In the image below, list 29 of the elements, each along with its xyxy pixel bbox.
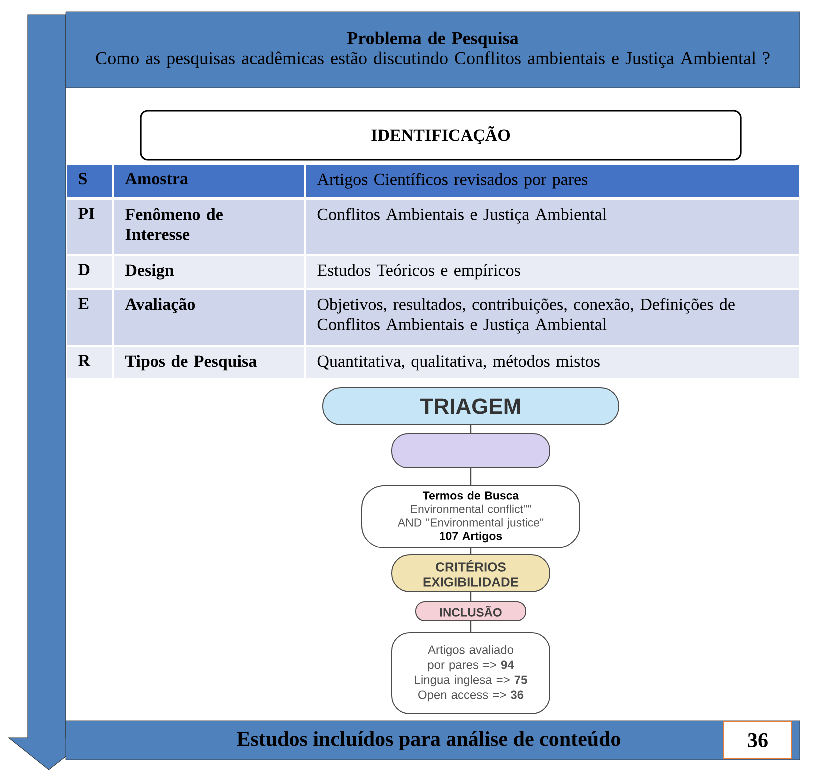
pill-box: TRIAGEM [322,388,620,426]
table-cell: Fenômeno de Interesse [114,200,304,254]
pill-box [392,434,550,468]
table-cell: Quantitativa, qualitativa, métodos mistos [306,347,799,378]
table-cell: PI [67,200,112,254]
table-cell: S [67,165,112,197]
connector-line [470,468,472,486]
table-cell: R [67,347,112,378]
connector-line [470,426,472,434]
table-cell: Objetivos, resultados, contribuições, conexão, Definições de Conflitos Ambientais e Justiça Ambiental [306,290,799,345]
table-cell: Conflitos Ambientais e Justiça Ambiental [306,200,799,254]
connector-line [470,622,472,632]
table-cell: Design [114,256,304,288]
table-cell: Estudos Teóricos e empíricos [306,256,799,288]
table-cell: Artigos Científicos revisados por pares [306,165,799,197]
pill-box: INCLUSÃO [416,602,526,622]
connector-line [470,548,472,554]
count-box: 36 [724,722,792,760]
table-cell: Amostra [114,165,304,197]
table-cell: Avaliação [114,290,304,345]
connector-line [470,592,472,602]
heading-box: IDENTIFICAÇÃO [140,110,742,161]
rounded-box: Termos de Busca Environmental conflict"" AND "Environmental justice" 107 Artigos [362,486,580,548]
pill-box: CRITÉRIOS EXIGIBILIDADE [392,554,550,592]
table-cell: E [67,290,112,345]
table-cell: Tipos de Pesquisa [114,347,304,378]
rounded-box: Artigos avaliado por pares => 94 Lingua inglesa => 75 Open access => 36 [392,632,550,714]
table-cell: D [67,256,112,288]
header-band: Problema de Pesquisa Como as pesquisas acadêmicas estão discutindo Conflitos ambientais e Justiça Ambiental ? [66,12,800,88]
